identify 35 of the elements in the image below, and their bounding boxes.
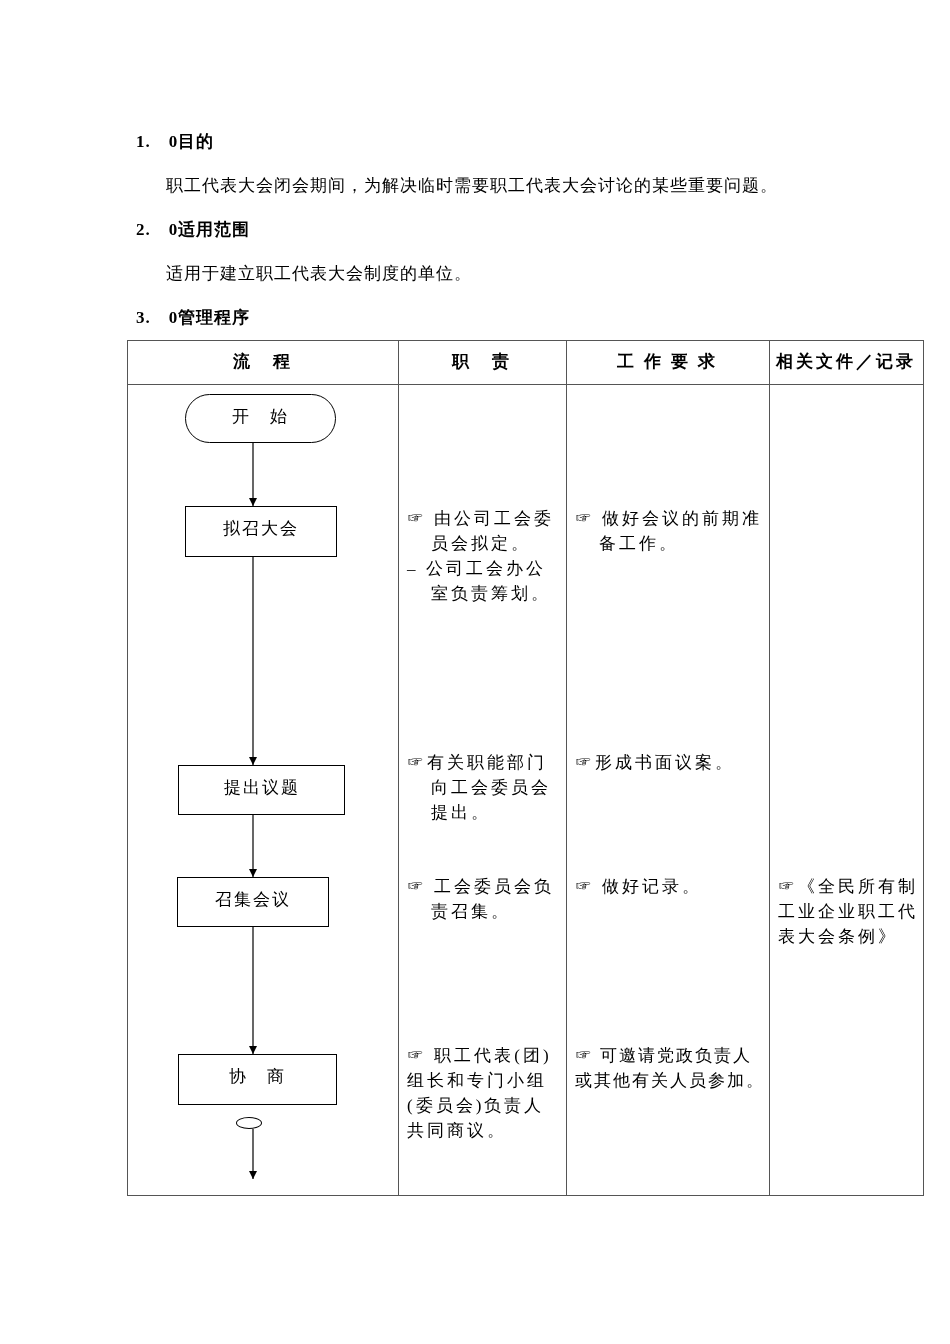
node-label: 召集会议 [215,889,291,911]
arrow [248,556,258,766]
connector-circle [236,1117,262,1129]
table-cell-text: ☞ 可邀请党政负责人或其他有关人员参加。 [575,1045,765,1092]
table-cell-text: ☞ 工会委员会负责召集。 [407,876,556,923]
column-header: 相关文件／记录 [774,351,917,373]
table-cell-text: ☞有关职能部门向工会委员会提出。 [407,752,552,824]
table-cell-text: ☞ 由公司工会委员会拟定。 [407,508,556,555]
column-header: 工 作 要 求 [615,351,720,373]
section-heading: 1. 0目的 [136,131,216,153]
terminal-shape [185,394,336,443]
table-cell-text: ☞ 职工代表(团)组长和专门小组(委员会)负责人共同商议。 [407,1045,553,1142]
arrow [248,1128,258,1180]
node-label: 协 商 [229,1066,286,1088]
table-cell-text: ☞形成书面议案。 [575,752,736,774]
paragraph: 职工代表大会闭会期间，为解决临时需要职工代表大会讨论的某些重要问题。 [166,175,779,197]
paragraph: 适用于建立职工代表大会制度的单位。 [166,263,473,285]
process-box [177,877,329,927]
table-cell-text: ☞ 做好记录。 [575,876,704,898]
node-label: 拟召大会 [223,518,299,540]
node-label: 开 始 [232,406,289,428]
process-box [185,506,337,557]
node-label: 提出议题 [223,777,300,799]
table-cell-text: ☞《全民所有制工业企业职工代表大会条例》 [778,876,918,948]
arrow [248,814,258,878]
process-box [178,765,345,815]
column-header: 职 责 [450,351,513,373]
table-cell-text: ☞ 做好会议的前期准备工作。 [575,508,763,555]
column-header: 流 程 [231,351,294,373]
section-heading: 3. 0管理程序 [136,307,252,329]
arrow [248,442,258,507]
table-cell-text: – 公司工会办公室负责筹划。 [407,558,552,605]
arrow [248,926,258,1055]
process-box [178,1054,337,1105]
section-heading: 2. 0适用范围 [136,219,252,241]
